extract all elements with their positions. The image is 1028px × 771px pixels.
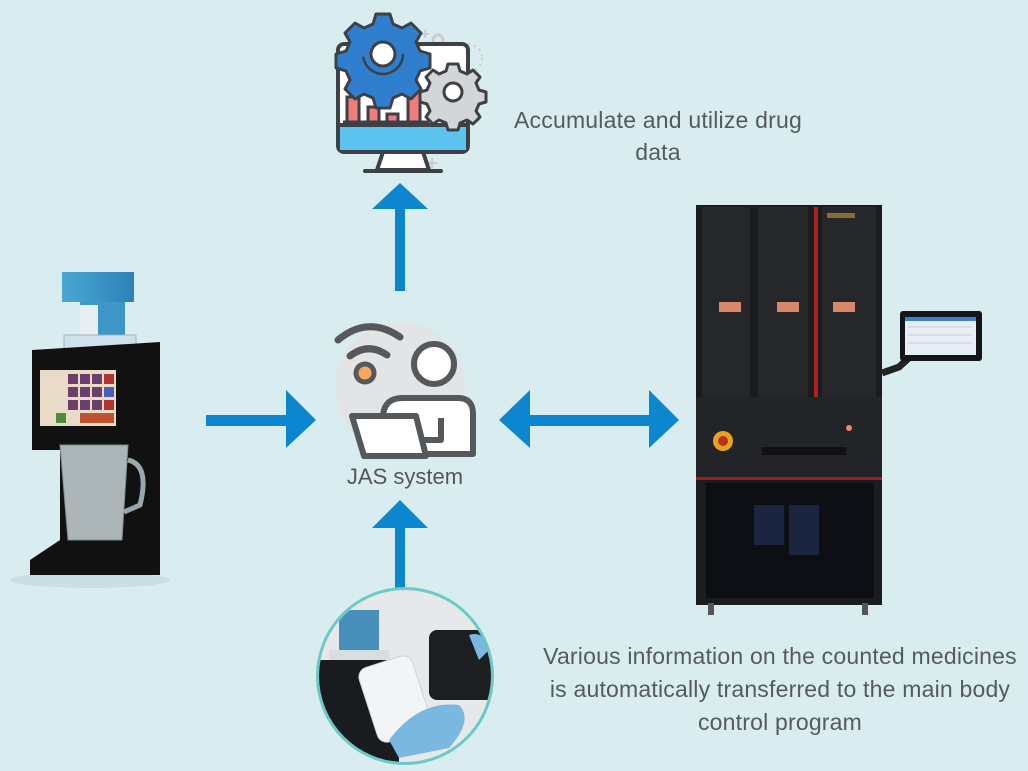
scanning-photo-illustration [319, 610, 491, 762]
arrow-center-right-bidirectional [499, 390, 679, 448]
scanning-medicine-bottle-photo [316, 587, 494, 765]
automatic-dispensing-cabinet-image [694, 205, 984, 615]
right-node-caption: Various information on the counted medic… [543, 643, 1017, 735]
monitor-gears-chart-icon [334, 12, 488, 173]
user-laptop-wifi-icon [334, 322, 476, 459]
arrow-left-to-center [206, 390, 316, 448]
arrow-bottom-to-center [372, 500, 428, 588]
dispensing-cabinet-illustration [696, 205, 982, 615]
tablet-counter-device-image [0, 250, 180, 590]
arrow-center-to-top [372, 183, 428, 291]
tablet-counter-illustration [10, 272, 170, 588]
jas-system-label: JAS system [346, 464, 464, 489]
top-node-caption: Accumulate and utilize drug data [514, 107, 802, 165]
